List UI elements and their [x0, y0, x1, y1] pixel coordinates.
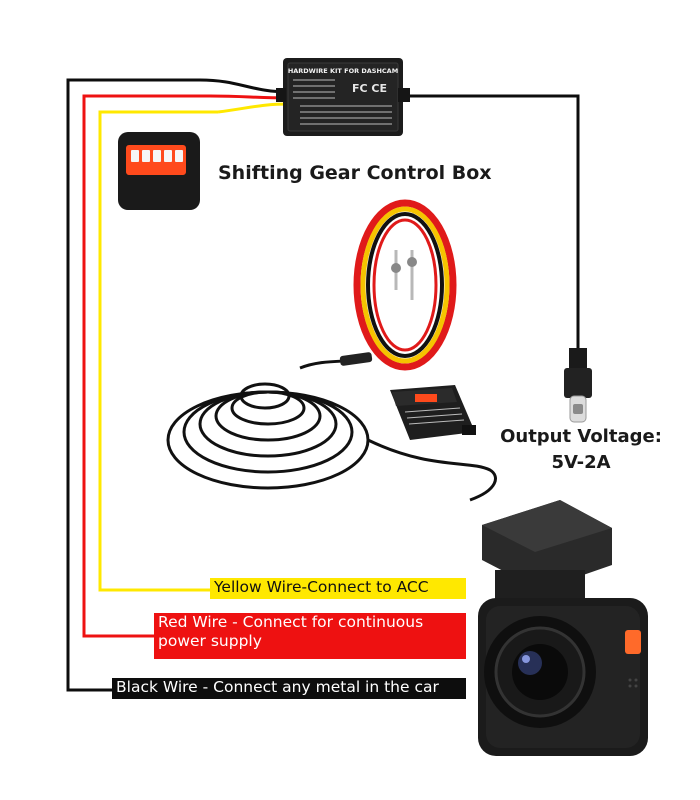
black-wire [66, 78, 200, 692]
record-button [625, 630, 641, 654]
output-voltage-label: Output Voltage: 5V-2A [496, 424, 666, 476]
yellow-wire [98, 110, 218, 592]
control-box-bottom [390, 385, 476, 440]
usb-c-plug [564, 348, 592, 423]
black-wire-text: Black Wire - Connect any metal in the ca… [116, 678, 439, 696]
black-wire-label: Black Wire - Connect any metal in the ca… [112, 678, 466, 699]
camera-lens [512, 644, 568, 700]
red-wire-label: Red Wire - Connect for continuous power … [154, 613, 466, 659]
output-voltage-line1: Output Voltage: [500, 426, 662, 447]
cable-usb-plug [339, 352, 373, 366]
output-voltage-line2: 5V-2A [551, 452, 611, 473]
coiled-harness [353, 199, 457, 371]
fc-ce-mark: FC CE [352, 82, 387, 95]
spiral-cable [166, 358, 497, 502]
fuse-taps [394, 250, 414, 300]
box-spec-lines [293, 79, 392, 125]
wire-paths [66, 78, 580, 692]
yellow-wire-label: Yellow Wire-Connect to ACC [210, 578, 466, 599]
control-box-title: Shifting Gear Control Box [218, 162, 492, 184]
output-cable [398, 94, 580, 350]
red-wire-text-line1: Red Wire - Connect for continuous [158, 613, 424, 631]
control-box-top: HARDWIRE KIT FOR DASHCAM FC CE [276, 58, 410, 136]
dashcam [478, 500, 648, 756]
box-header-text: HARDWIRE KIT FOR DASHCAM [288, 67, 398, 75]
red-wire-text-line2: power supply [158, 632, 262, 650]
wire-bundle-yellow [217, 102, 291, 114]
red-wire [82, 94, 210, 638]
dip-switch-inset [118, 132, 200, 210]
yellow-wire-text: Yellow Wire-Connect to ACC [214, 578, 429, 596]
